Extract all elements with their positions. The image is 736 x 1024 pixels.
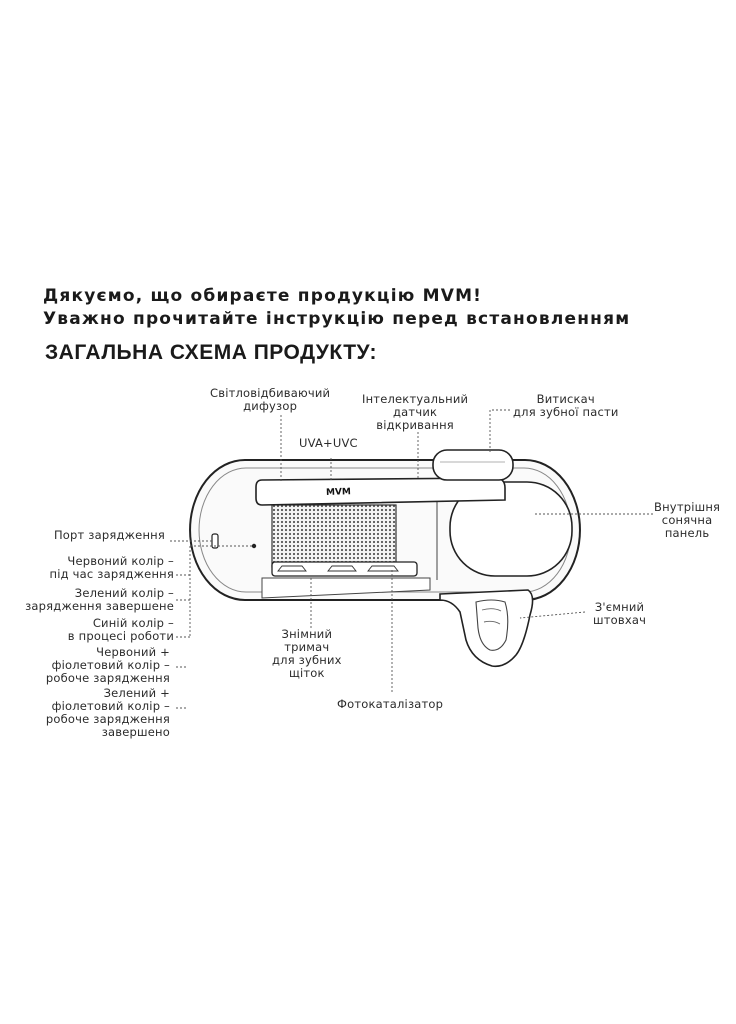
lower-shelf bbox=[261, 577, 431, 599]
toothbrush-holder-rail bbox=[271, 561, 418, 577]
label-uva-uvc: UVA+UVC bbox=[299, 436, 358, 450]
intro-thanks-line: Дякуємо, що обираєте продукцію MVM! bbox=[43, 286, 483, 306]
intro-read-instructions-line: Уважно прочитайте інструкцію перед встан… bbox=[43, 309, 631, 329]
label-led-red-violet: Червоний +фіолетовий колір –робоче заряд… bbox=[45, 645, 170, 685]
callout-lines bbox=[170, 409, 653, 709]
label-led-red: Червоний колір –під час зарядження bbox=[49, 554, 174, 581]
label-led-blue: Синій колір –в процесі роботи bbox=[67, 616, 174, 643]
page-title: ЗАГАЛЬНА СХЕМА ПРОДУКТУ: bbox=[45, 341, 378, 364]
label-charging-port: Порт зарядження bbox=[53, 528, 165, 542]
reflective-diffuser-mesh bbox=[271, 504, 397, 568]
logo-text: MVM bbox=[326, 487, 351, 498]
solar-panel-window bbox=[449, 481, 573, 577]
label-led-green: Зелений колір –зарядження завершене bbox=[25, 586, 174, 613]
label-photocatalyst: Фотокаталізатор bbox=[337, 697, 444, 711]
indicator-led bbox=[251, 543, 257, 549]
toothpaste-squeezer-box bbox=[432, 449, 514, 481]
device-lid bbox=[255, 477, 506, 506]
label-led-green-violet: Зелений +фіолетовий колір –робоче зарядж… bbox=[45, 686, 170, 739]
